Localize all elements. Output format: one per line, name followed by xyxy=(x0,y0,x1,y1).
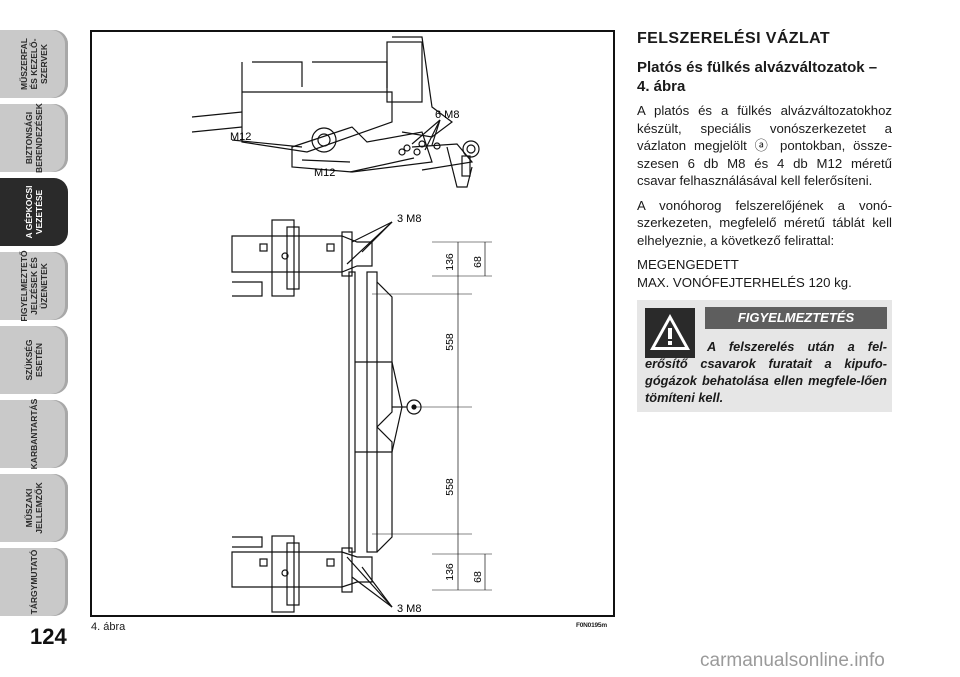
tab-szukseg-eseten[interactable]: SZÜKSÉG ESETÉN xyxy=(0,326,68,394)
towbar-drawing: M12 M12 6 M8 3 M8 3 M8 136 68 558 558 13… xyxy=(191,36,492,615)
dim-558-a: 558 xyxy=(444,333,456,351)
dim-68-bottom: 68 xyxy=(472,571,484,583)
dim-68-top: 68 xyxy=(472,256,484,268)
notice-line-2: MAX. VONÓFEJTERHELÉS 120 kg. xyxy=(637,274,852,290)
figure-caption: 4. ábra xyxy=(91,621,126,633)
warning-text: A felszerelés után a fel-erősítő csavaro… xyxy=(645,339,887,405)
tab-figyelmezteto[interactable]: FIGYELMEZTETŐ JELZÉSEK ÉS ÜZENETEK xyxy=(0,250,68,322)
text-column: FELSZERELÉSI VÁZLAT Platós és fülkés alv… xyxy=(637,30,892,291)
dim-136-top: 136 xyxy=(444,253,456,271)
paragraph-1: A platós és a fülkés alvázváltozatokhoz … xyxy=(637,103,892,188)
dim-136-bottom: 136 xyxy=(444,563,456,581)
label-m12-b: M12 xyxy=(314,167,335,179)
warning-box: FIGYELMEZTETÉS A felszerelés után a fel-… xyxy=(637,300,892,412)
dim-558-b: 558 xyxy=(444,478,456,496)
tab-gepkocsi-vezetese[interactable]: A GÉPKOCSI VEZETÉSE xyxy=(0,178,68,246)
tab-targymutato[interactable]: TÁRGYMUTATÓ xyxy=(0,548,68,616)
notice-line-1: MEGENGEDETT xyxy=(637,257,739,272)
warning-triangle-icon xyxy=(645,308,695,358)
label-6m8: 6 M8 xyxy=(435,109,459,121)
label-m12-a: M12 xyxy=(230,131,251,143)
label-3m8-top: 3 M8 xyxy=(397,213,421,225)
figure-code: F0N0195m xyxy=(576,622,607,629)
label-3m8-bottom: 3 M8 xyxy=(397,603,421,615)
paragraph-2: A vonóhorog felszerelőjének a vonó-szerk… xyxy=(637,197,892,248)
installation-diagram: M12 M12 6 M8 3 M8 3 M8 136 68 558 558 13… xyxy=(90,30,615,617)
tab-muszerfal[interactable]: MŰSZERFAL ÉS KEZELŐ- SZERVEK xyxy=(0,30,68,98)
section-subtitle: Platós és fülkés alvázváltozatok – 4. áb… xyxy=(637,59,878,95)
page-number: 124 xyxy=(30,624,67,649)
warning-title: FIGYELMEZTETÉS xyxy=(705,307,887,329)
tab-biztonsagi[interactable]: BIZTONSÁGI BERENDEZÉSEK xyxy=(0,103,68,173)
tab-muszaki-jellemzok[interactable]: MŰSZAKI JELLEMZŐK xyxy=(0,474,68,542)
watermark: carmanualsonline.info xyxy=(700,650,885,671)
section-title: FELSZERELÉSI VÁZLAT xyxy=(637,30,831,47)
tab-karbantartas[interactable]: KARBANTARTÁS xyxy=(0,399,68,469)
